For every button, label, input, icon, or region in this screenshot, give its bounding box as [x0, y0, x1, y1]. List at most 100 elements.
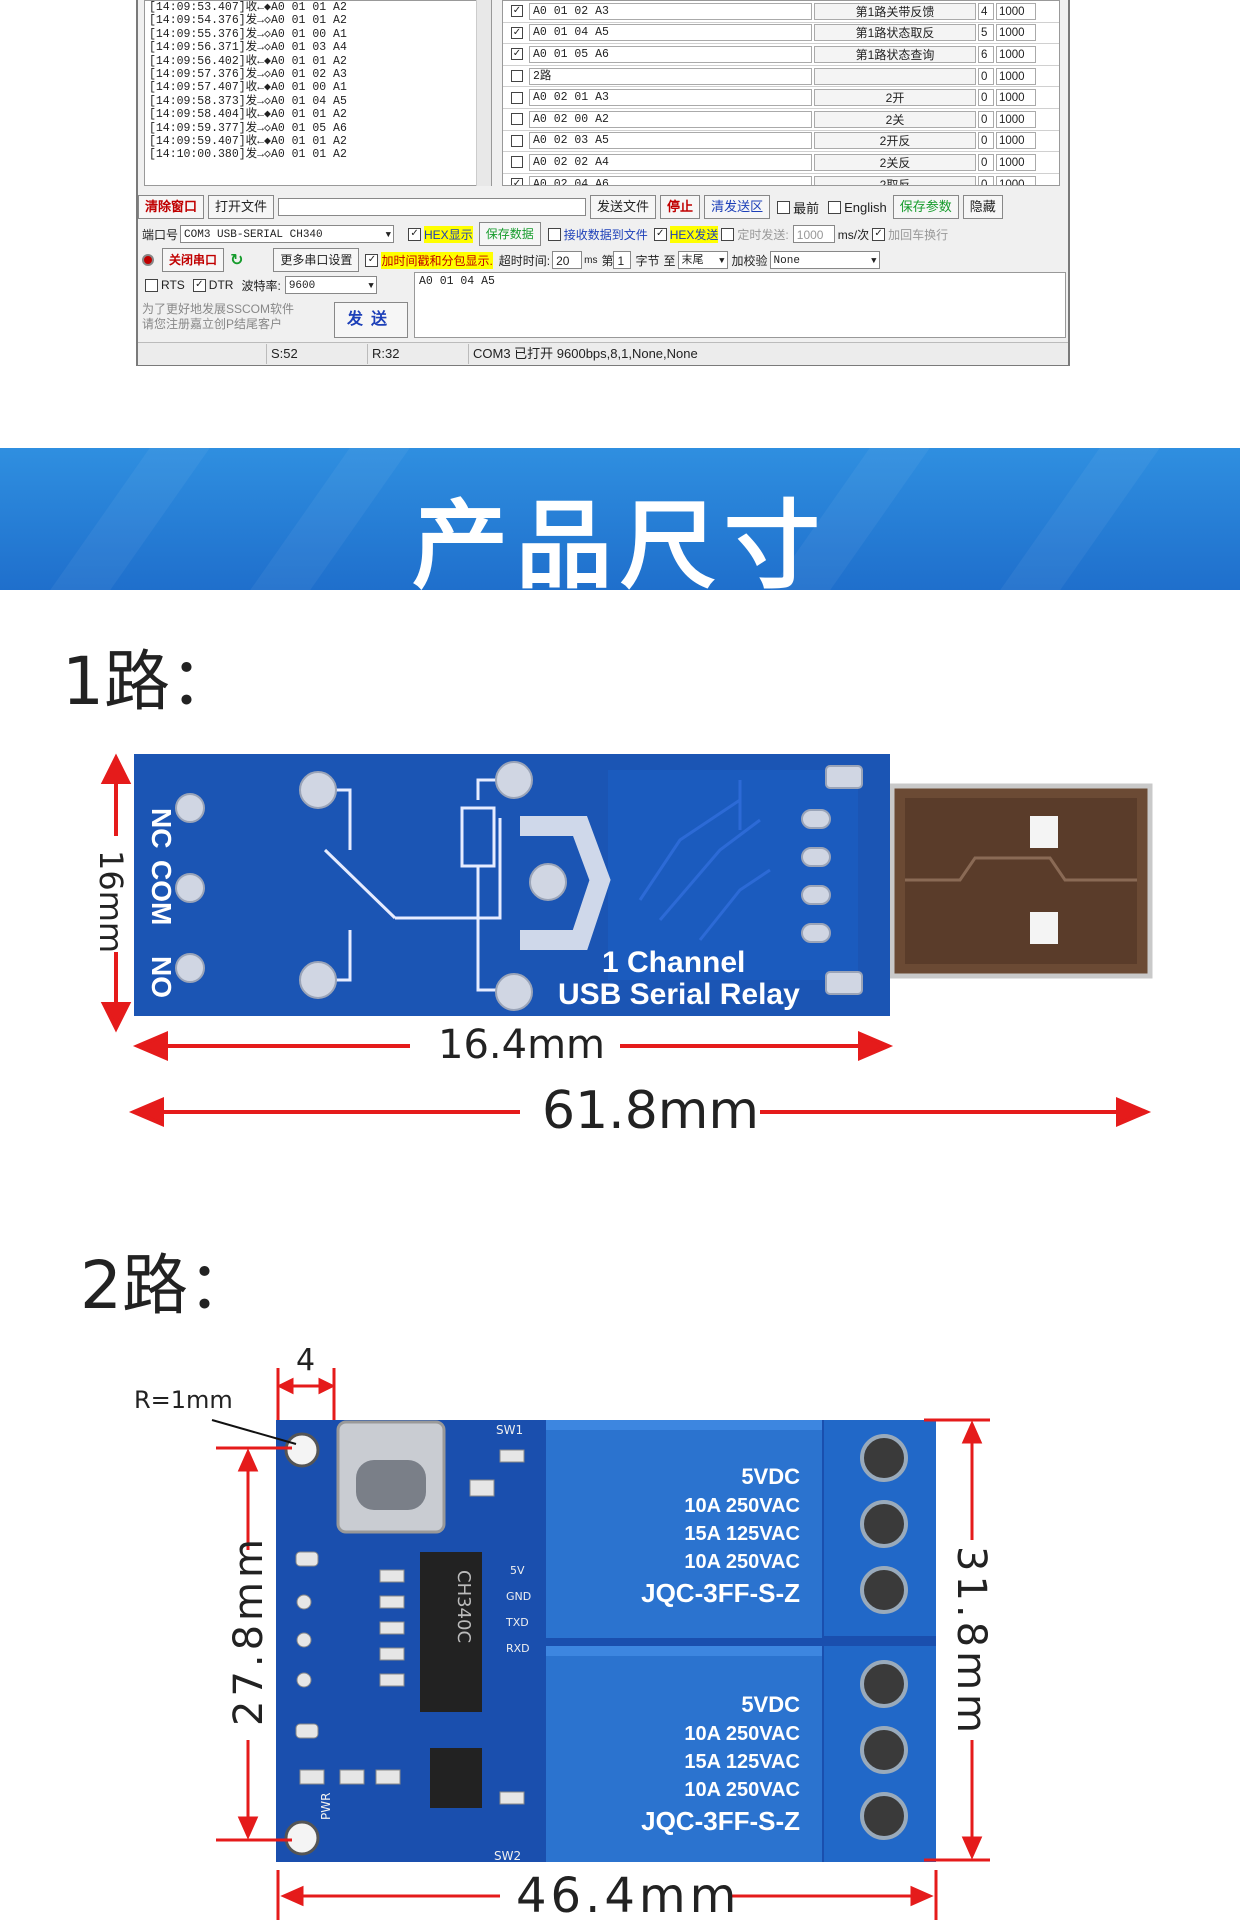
interval-unit: ms/次: [837, 227, 870, 242]
command-input[interactable]: A0 02 02 A4: [529, 153, 812, 171]
command-delay[interactable]: 1000: [996, 2, 1036, 20]
send-file-button[interactable]: 发送文件: [590, 195, 657, 219]
file-path-input[interactable]: [278, 198, 587, 216]
command-send-button[interactable]: [814, 67, 976, 85]
port-status-icon: [142, 254, 154, 266]
command-checkbox[interactable]: [511, 91, 523, 104]
command-delay[interactable]: 1000: [996, 132, 1036, 150]
command-order[interactable]: 0: [978, 132, 994, 150]
command-delay[interactable]: 1000: [996, 24, 1036, 42]
command-delay[interactable]: 1000: [996, 45, 1036, 63]
command-order[interactable]: 6: [978, 45, 994, 63]
dimension-lines-2: [216, 1368, 990, 1920]
command-checkbox[interactable]: ✓: [511, 5, 523, 18]
dtr-checkbox[interactable]: ✓: [192, 278, 206, 292]
more-settings-button[interactable]: 更多串口设置: [273, 248, 360, 272]
command-order[interactable]: 0: [978, 67, 994, 85]
hex-display-checkbox[interactable]: ✓: [408, 227, 422, 241]
command-send-button[interactable]: 2取反: [814, 175, 976, 185]
promo-line: 请您注册嘉立创P结尾客户: [142, 317, 283, 331]
hole-spacing-label: 4: [296, 1343, 315, 1378]
command-order[interactable]: 0: [978, 175, 994, 185]
send-button[interactable]: 发送: [334, 302, 408, 338]
command-checkbox[interactable]: ✓: [511, 178, 523, 185]
save-data-button[interactable]: 保存数据: [478, 222, 541, 246]
command-input[interactable]: A0 01 04 A5: [529, 24, 812, 42]
command-input[interactable]: 2路: [529, 67, 812, 85]
timestamp-checkbox[interactable]: ✓: [365, 253, 379, 267]
command-input[interactable]: A0 02 01 A3: [529, 89, 812, 107]
command-send-button[interactable]: 2关: [814, 110, 976, 128]
end-select[interactable]: 末尾 ▼: [677, 251, 728, 269]
command-send-button[interactable]: 第1路状态取反: [814, 24, 976, 42]
log-line-text: [14:09:53.407]收←◆A0 01 01 A2: [149, 1, 347, 14]
hide-button[interactable]: 隐藏: [962, 195, 1003, 219]
command-delay[interactable]: 1000: [996, 89, 1036, 107]
timed-send-checkbox[interactable]: [721, 227, 735, 241]
recv-to-file-checkbox[interactable]: [547, 227, 561, 241]
byte-from-input[interactable]: 1: [613, 251, 632, 269]
command-checkbox[interactable]: ✓: [511, 48, 523, 61]
relay-2: [546, 1646, 822, 1862]
send-textarea[interactable]: A0 01 04 A5: [414, 272, 1066, 338]
command-send-button[interactable]: 2开反: [814, 132, 976, 150]
label-nc: NC: [146, 808, 177, 848]
board-width-dimension: [132, 1030, 894, 1062]
open-file-button[interactable]: 打开文件: [208, 195, 275, 219]
interval-input[interactable]: 1000: [792, 225, 835, 243]
log-line-text: [14:09:57.407]收←◆A0 01 00 A1: [149, 81, 347, 95]
topmost-checkbox[interactable]: [777, 200, 791, 214]
clear-send-button[interactable]: 清发送区: [704, 195, 771, 219]
port-select[interactable]: COM3 USB-SERIAL CH340▼: [180, 225, 395, 243]
receive-log[interactable]: [14:09:53.407]收←◆A0 01 01 A2[14:09:54.37…: [144, 0, 492, 186]
receive-log-scrollbar[interactable]: [476, 0, 491, 186]
timeout-input[interactable]: 20: [552, 251, 583, 269]
command-input[interactable]: A0 01 02 A3: [529, 2, 812, 20]
toolbar-row-2: 端口号 COM3 USB-SERIAL CH340▼ ✓ HEX显示 保存数据 …: [142, 222, 1066, 246]
command-delay[interactable]: 1000: [996, 67, 1036, 85]
log-line-text: [14:09:58.404]收←◆A0 01 01 A2: [149, 108, 347, 122]
checksum-select[interactable]: None▼: [769, 251, 880, 269]
relay-text: JQC-3FF-S-Z: [641, 1806, 800, 1836]
command-checkbox[interactable]: [511, 113, 523, 126]
command-checkbox[interactable]: ✓: [511, 26, 523, 39]
solder-pads: [175, 761, 863, 1011]
command-order[interactable]: 0: [978, 89, 994, 107]
log-line: [14:09:57.376]发→◇A0 01 02 A3□: [149, 68, 491, 81]
command-input[interactable]: A0 02 03 A5: [529, 132, 812, 150]
command-order[interactable]: 4: [978, 2, 994, 20]
command-send-button[interactable]: 第1路关带反馈: [814, 2, 976, 20]
height-dim-label-2: 31.8mm: [948, 1546, 994, 1737]
command-delay[interactable]: 1000: [996, 153, 1036, 171]
close-port-button[interactable]: 关闭串口: [162, 248, 225, 272]
add-crlf-checkbox[interactable]: ✓: [872, 227, 886, 241]
command-checkbox[interactable]: [511, 156, 523, 169]
hex-send-label: HEX发送: [669, 225, 719, 243]
baud-select[interactable]: 9600▼: [284, 276, 377, 294]
refresh-icon[interactable]: ↻: [230, 252, 244, 269]
end-select-value: 末尾: [681, 255, 704, 267]
toolbar-row-4: RTS ✓ DTR 波特率: 9600▼: [142, 274, 542, 296]
command-send-button[interactable]: 2关反: [814, 153, 976, 171]
save-params-button[interactable]: 保存参数: [892, 195, 959, 219]
stop-button[interactable]: 停止: [660, 195, 701, 219]
command-input[interactable]: A0 02 04 A6: [529, 175, 812, 185]
hex-send-checkbox[interactable]: ✓: [653, 227, 667, 241]
rts-checkbox[interactable]: [145, 278, 158, 292]
command-delay[interactable]: 1000: [996, 175, 1036, 185]
clear-window-button[interactable]: 清除窗口: [138, 195, 205, 219]
command-order[interactable]: 5: [978, 24, 994, 42]
log-line: [14:09:58.373]发→◇A0 01 04 A5□: [149, 95, 491, 108]
command-order[interactable]: 0: [978, 153, 994, 171]
command-order[interactable]: 0: [978, 110, 994, 128]
command-send-button[interactable]: 第1路状态查询: [814, 45, 976, 63]
command-send-button[interactable]: 2开: [814, 89, 976, 107]
command-checkbox[interactable]: [511, 70, 523, 83]
english-checkbox[interactable]: [828, 200, 842, 214]
command-checkbox[interactable]: [511, 134, 523, 147]
chevron-down-icon: ▼: [719, 256, 725, 266]
nth-label: 第: [601, 253, 614, 268]
command-delay[interactable]: 1000: [996, 110, 1036, 128]
command-input[interactable]: A0 01 05 A6: [529, 45, 812, 63]
command-input[interactable]: A0 02 00 A2: [529, 110, 812, 128]
